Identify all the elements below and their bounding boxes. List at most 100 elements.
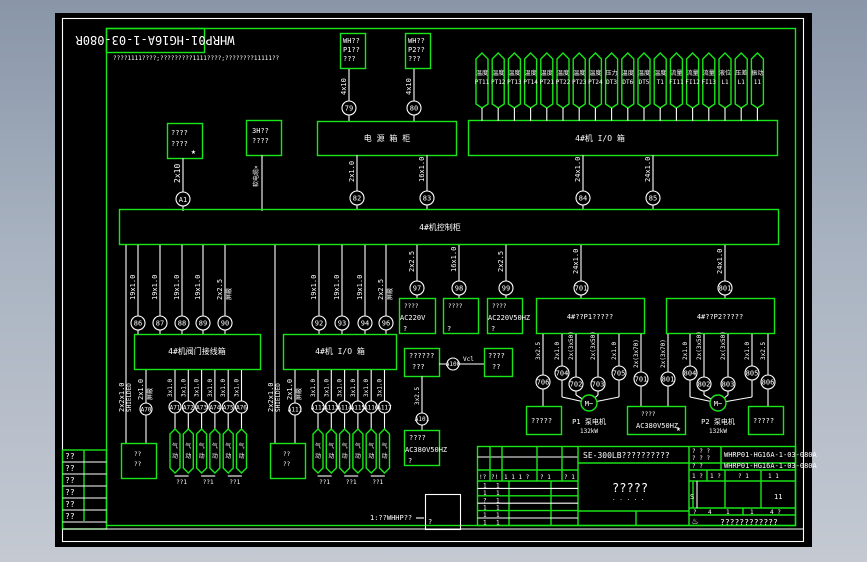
scale-cell: 1 (726, 509, 730, 516)
power-box[interactable]: 电 源 箱 柜 (316, 120, 458, 157)
valve[interactable]: 气动 (169, 428, 181, 474)
tag-98: 98 (455, 285, 463, 293)
valve[interactable]: 气动 (222, 428, 234, 474)
valve[interactable]: 气动 (182, 428, 194, 474)
valve[interactable]: 气动 (235, 428, 248, 474)
valve[interactable]: 气动 (365, 428, 377, 474)
valve-cable: 3x1.0 (310, 379, 317, 397)
tag-97-bubble (409, 280, 425, 296)
io-box-top[interactable]: 4#机 I/O 箱 (467, 119, 779, 157)
pump-aux-box[interactable]: ????? (525, 405, 563, 436)
revision-row-label: ?? (65, 476, 75, 485)
valve-glyph: 气 (315, 442, 321, 450)
tag-A70-bubble (139, 402, 153, 416)
cable-mid: 19x1.0 (333, 275, 341, 300)
source-src2[interactable]: WH??P2????? (404, 32, 432, 70)
valve-glyph: 动 (315, 453, 321, 460)
valve-cable: 3x1.0 (350, 379, 357, 397)
valve[interactable]: 气动 (312, 428, 324, 474)
valve-box-mid[interactable]: 4#机 I/O 箱 (282, 333, 398, 371)
valve-glyph: 气 (368, 442, 374, 450)
sensor-tag: DT6 (622, 79, 633, 86)
sensor-tag: DT3 (606, 79, 617, 86)
valve-end-box[interactable]: ???? (269, 442, 307, 480)
sensor-type: 流量 (703, 69, 715, 77)
box-a[interactable]: ???? ???? ★ (166, 122, 204, 160)
heater-line2: ??? (412, 363, 425, 371)
box-a-line2: ???? (171, 140, 188, 148)
code-label-1: ? ? ? (692, 448, 710, 455)
heater-down-box[interactable]: ???? AC380V50HZ ? (403, 429, 448, 467)
tag-A74: A74 (209, 405, 220, 412)
stage-header-cell: 1 ? (692, 473, 703, 480)
revision-row-label: ?? (65, 488, 75, 497)
tag-A72: A72 (183, 405, 194, 412)
scale-cell: 4 ? (770, 509, 781, 516)
sign-cell: 1 (483, 483, 487, 490)
title-header-cell: !? (479, 474, 487, 481)
valve-glyph: 动 (355, 453, 361, 460)
tag-704: 704 (556, 370, 569, 378)
valve[interactable]: 气动 (195, 428, 208, 474)
main-cabinet[interactable]: 4#机控制柜 (118, 208, 780, 246)
valve[interactable]: 气动 (209, 428, 221, 474)
tag-706-bubble (535, 374, 551, 390)
sign-cell: 1 (496, 520, 500, 527)
valve-cable: 3x1.0 (377, 379, 384, 397)
valve-end-box[interactable]: ???? (120, 442, 158, 480)
source-line: WH?? (343, 37, 360, 45)
tag-a1: A1 (179, 196, 187, 204)
motor-power: 132kW (709, 428, 727, 435)
valve[interactable]: 气动 (325, 428, 337, 474)
device-box[interactable]: ????AC220V? (398, 297, 437, 335)
valve-box-feed-note: SHIELDED (126, 383, 133, 412)
box-b[interactable]: 3H?? ???? (245, 119, 283, 157)
tag-89-bubble (195, 315, 211, 331)
tag-supply-801-bubble (660, 371, 676, 387)
pump-drop-cable: 2x(3x50) (590, 331, 597, 360)
device-box[interactable]: ????? (442, 297, 480, 335)
tag-A117-bubble (377, 400, 392, 414)
source-src1[interactable]: WH??P1????? (339, 32, 367, 70)
valve-glyph: 气 (355, 442, 361, 450)
star-icon: ★ (191, 147, 196, 156)
tag-a100: A100 (446, 361, 461, 368)
valve[interactable]: 气动 (338, 428, 351, 474)
pump-aux-box[interactable]: ????? (747, 405, 785, 436)
pump-cabinet[interactable]: 4#??P2????? (665, 297, 776, 335)
heater-right-box[interactable]: ???? ?? (483, 347, 514, 378)
valve[interactable]: 气动 (352, 428, 364, 474)
valve-box-left[interactable]: 4#机阀门接线箱 (133, 333, 262, 371)
valve[interactable]: 气动 (378, 428, 391, 474)
tag-802-bubble (696, 376, 712, 392)
company-name: ???????????? (720, 518, 778, 527)
valve-glyph: 动 (172, 453, 178, 460)
device-box[interactable]: ????AC220V50HZ? (486, 297, 531, 335)
sensor-type: 液位 (719, 69, 731, 77)
supply-box[interactable]: ????AC380V50HZ★ (626, 405, 687, 436)
pump-cabinet[interactable]: 4#??P1????? (535, 297, 646, 335)
sensor-type: 温度 (557, 69, 569, 77)
heater-line1: ?????? (409, 352, 434, 360)
